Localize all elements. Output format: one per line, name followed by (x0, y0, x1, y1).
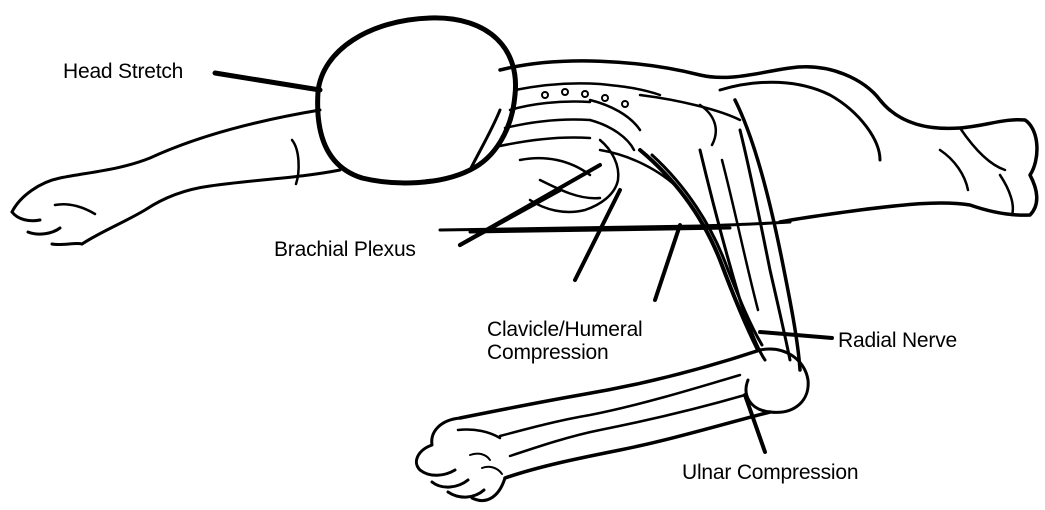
hand-drawing (416, 418, 505, 501)
label-radial-nerve: Radial Nerve (838, 329, 957, 352)
label-brachial-plexus: Brachial Plexus (274, 238, 416, 261)
leader-clavicle-humeral-b (655, 225, 680, 300)
label-clavicle-humeral-line2: Compression (487, 341, 643, 364)
label-clavicle-humeral-compression: Clavicle/Humeral Compression (487, 318, 643, 364)
label-head-stretch: Head Stretch (63, 60, 183, 83)
leader-head-stretch (215, 73, 320, 90)
left-arm-drawing (12, 110, 340, 245)
label-ulnar-compression: Ulnar Compression (682, 461, 858, 484)
head-drawing (318, 18, 516, 183)
leader-brachial-plexus-b (460, 190, 560, 245)
label-clavicle-humeral-line1: Clavicle/Humeral (487, 318, 643, 341)
leader-ulnar-compression (745, 395, 765, 452)
